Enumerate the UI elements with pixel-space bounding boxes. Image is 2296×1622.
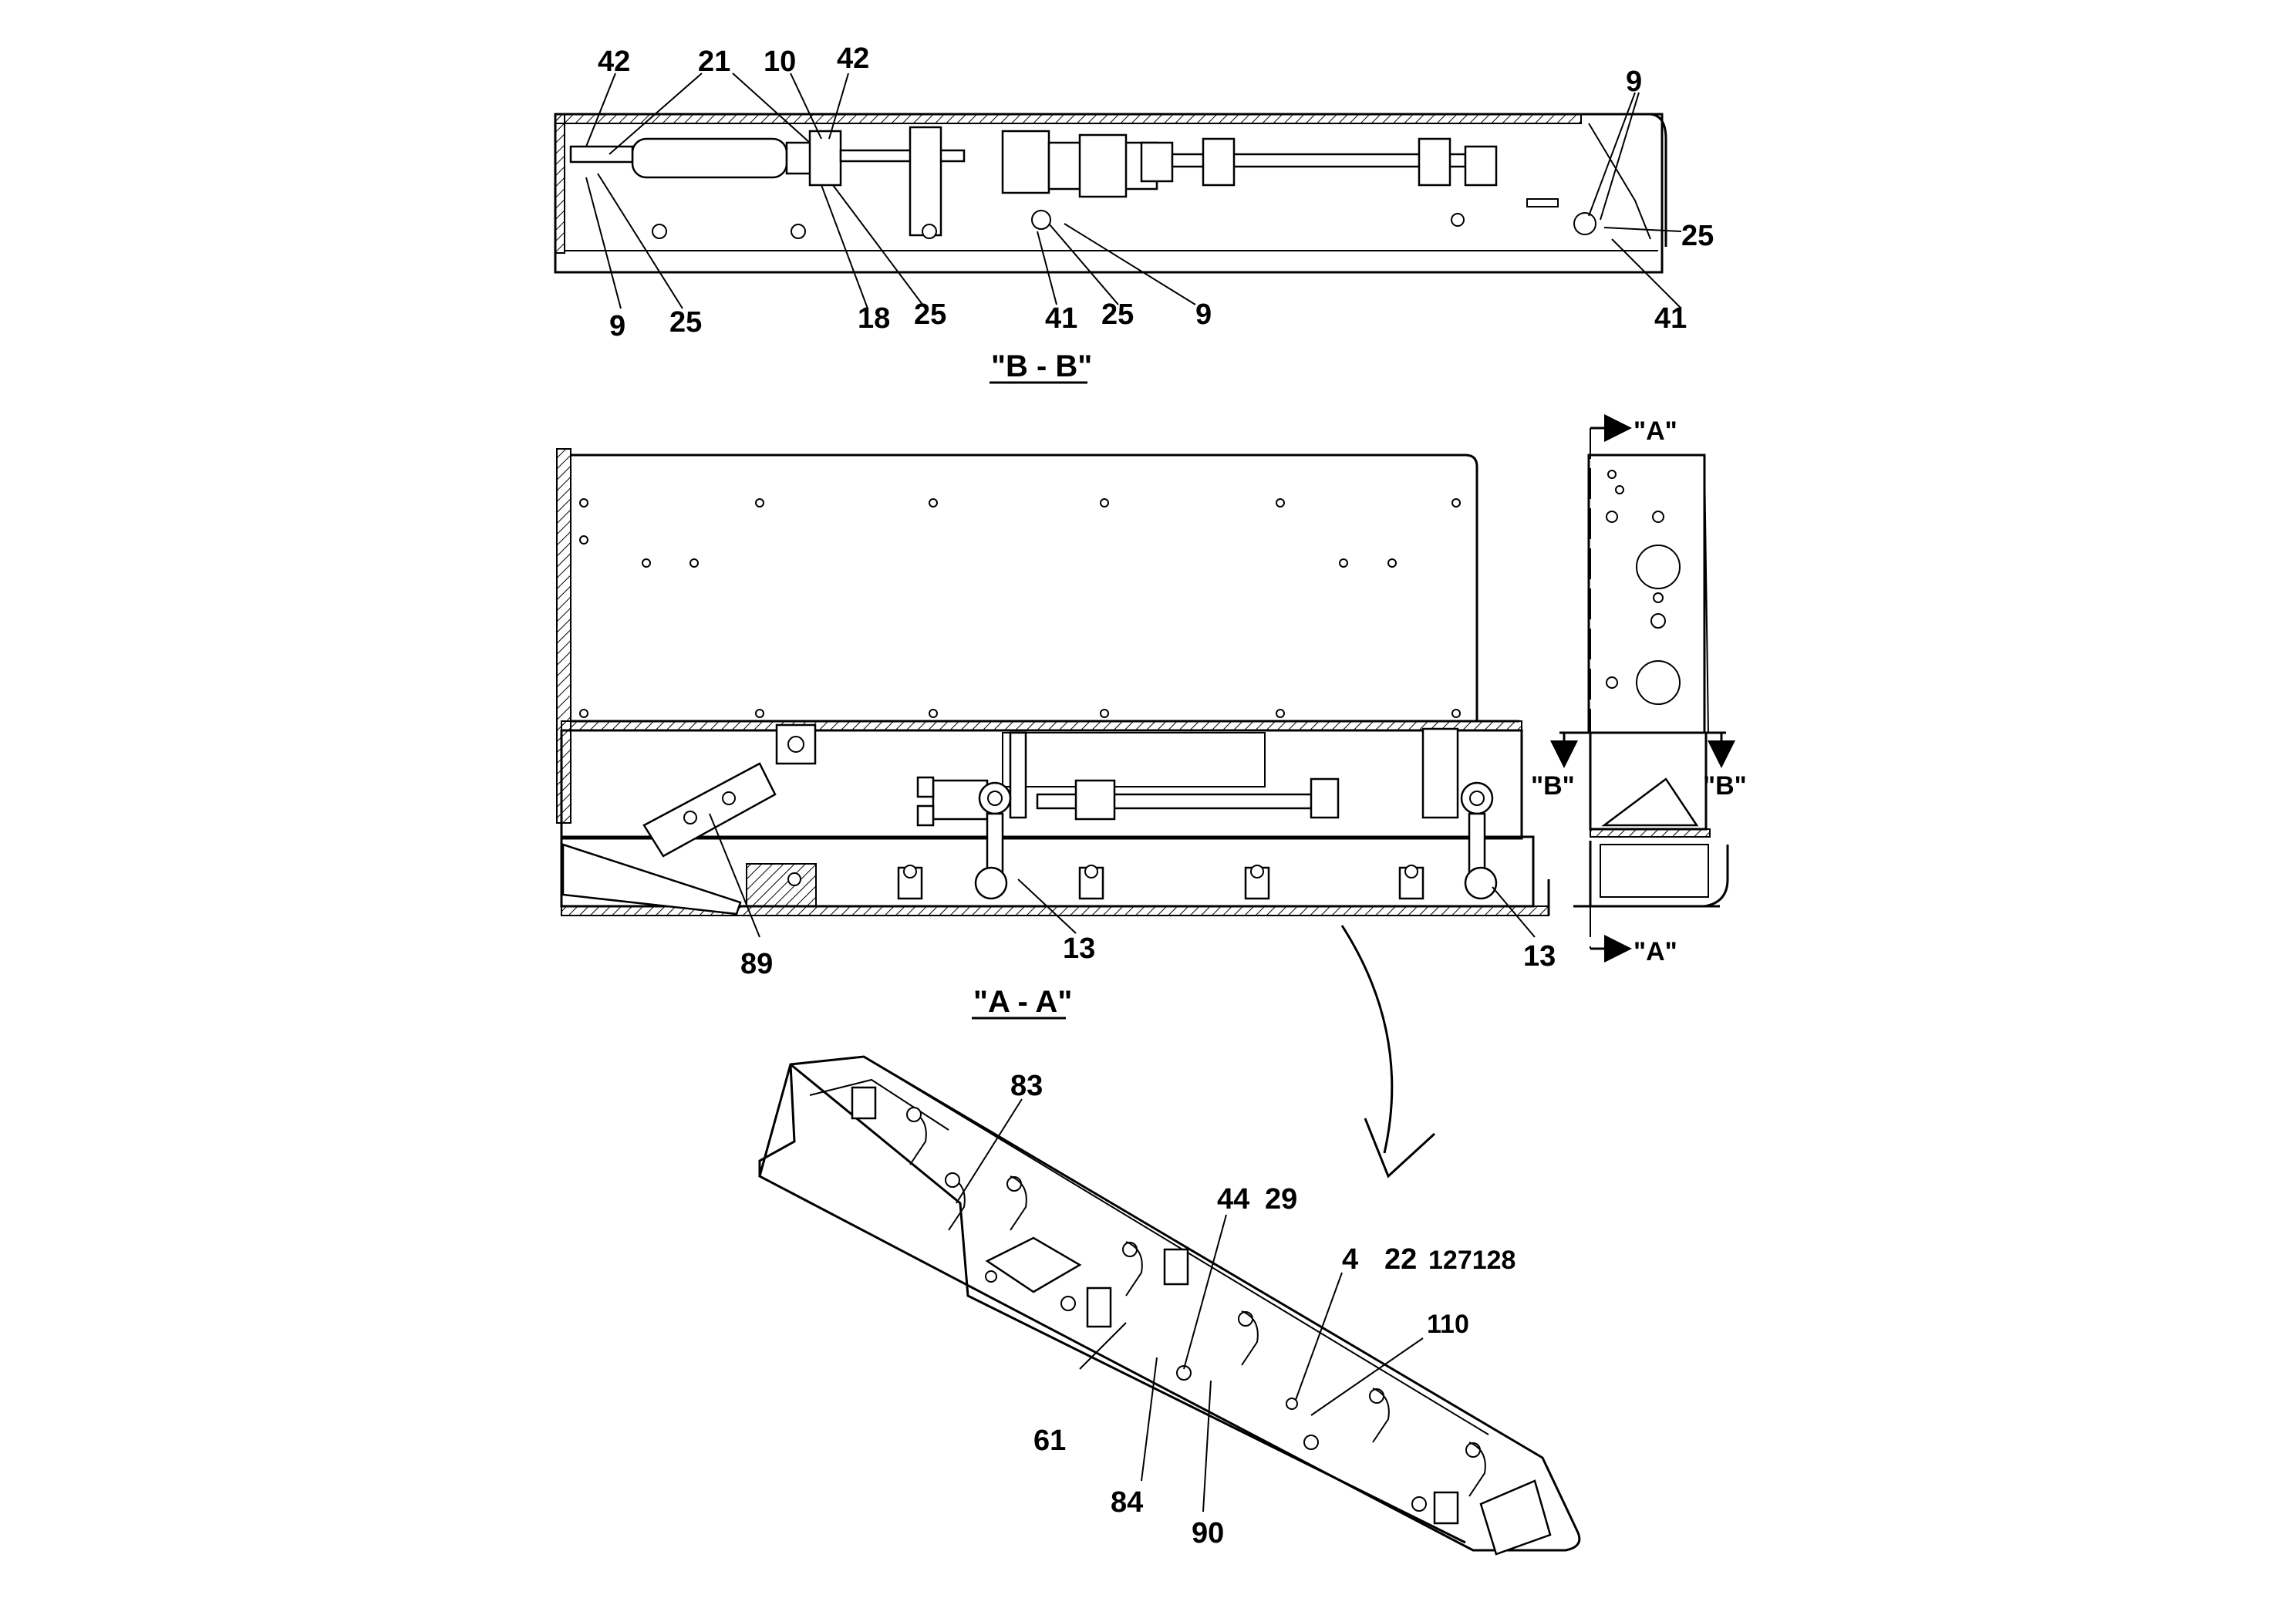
hydraulic-cylinder	[631, 137, 788, 179]
iso-tray-outline	[758, 1055, 1581, 1552]
section-bb-end-cap	[1581, 113, 1667, 247]
callout-41-right: 41	[1654, 302, 1687, 335]
callout-18: 18	[858, 302, 890, 335]
section-bb-top-wall	[555, 113, 1582, 124]
valve-body	[642, 762, 777, 858]
callout-83: 83	[1010, 1070, 1043, 1102]
iso-cylinder-block	[985, 1236, 1082, 1293]
callout-61: 61	[1033, 1425, 1066, 1457]
callout-42a: 42	[598, 46, 630, 78]
panel-holes	[579, 498, 1461, 718]
callout-13-left: 13	[1063, 932, 1095, 965]
callout-9-top: 9	[1626, 66, 1642, 98]
iso-tray-inner	[790, 1063, 1466, 1544]
callout-89: 89	[740, 948, 773, 980]
callout-29: 29	[1265, 1183, 1297, 1216]
support-block	[746, 863, 817, 907]
callout-41-mid: 41	[1045, 302, 1077, 335]
section-a-marker-top: "A"	[1633, 416, 1677, 446]
iso-end-flap	[1479, 1479, 1552, 1556]
callout-42b: 42	[837, 42, 869, 75]
mount-bracket	[909, 126, 942, 237]
callout-127128: 127128	[1428, 1246, 1515, 1275]
base-brackets	[897, 865, 1424, 900]
section-bb-title: "B - B"	[991, 349, 1092, 383]
housing-top-hatch	[561, 720, 1522, 731]
callout-9-mid: 9	[1195, 298, 1212, 331]
callout-21: 21	[698, 46, 730, 78]
callout-25-left: 25	[669, 306, 702, 339]
valve-block	[1001, 130, 1050, 194]
panel-left-hatch	[556, 448, 571, 824]
detail-arrow-shaft	[1340, 925, 1394, 1154]
section-bb-view: 42 21 10 42 9 25 9 25 18 25 41 25 9 41 "…	[554, 42, 1714, 384]
detail-arrow-head	[1364, 1118, 1436, 1179]
clevis-block	[808, 130, 842, 187]
section-b-marker-right: "B"	[1703, 771, 1747, 801]
callout-25-mid: 25	[914, 298, 946, 331]
iso-end-block	[851, 1086, 877, 1120]
callout-25-right: 25	[1681, 220, 1714, 252]
side-view: "A" "B" "B" "A"	[1531, 414, 1747, 966]
housing-body	[560, 729, 1523, 840]
callout-22: 22	[1384, 1243, 1417, 1276]
section-aa-leaders	[709, 813, 1536, 938]
callout-4: 4	[1342, 1243, 1358, 1276]
section-bb-left-wall	[555, 113, 565, 254]
section-aa-title: "A - A"	[973, 985, 1072, 1019]
callout-9-left: 9	[609, 310, 625, 342]
callout-84: 84	[1111, 1486, 1143, 1519]
iso-clamp-brackets	[906, 1107, 1486, 1512]
cylinder-rod	[569, 145, 634, 164]
callout-25-center: 25	[1101, 298, 1134, 331]
callout-44: 44	[1217, 1183, 1249, 1216]
section-a-marker-bottom: "A"	[1633, 937, 1677, 966]
side-wedge	[1601, 777, 1699, 827]
section-bb-end-wedge	[1588, 123, 1651, 240]
isometric-view: 83 44 29 4 22 127128 110 61 84 90	[758, 1055, 1581, 1556]
section-bb-leaders	[585, 73, 1682, 309]
section-b-marker-left: "B"	[1531, 771, 1575, 801]
callout-90: 90	[1192, 1517, 1224, 1549]
ramp-plate	[561, 843, 742, 916]
callout-13-right: 13	[1523, 940, 1556, 973]
callout-110: 110	[1427, 1310, 1469, 1339]
section-aa-view: 89 13 13 "A - A"	[556, 448, 1556, 1020]
upper-panel	[571, 454, 1478, 721]
iso-leaders	[956, 1098, 1424, 1512]
callout-10: 10	[764, 46, 796, 78]
